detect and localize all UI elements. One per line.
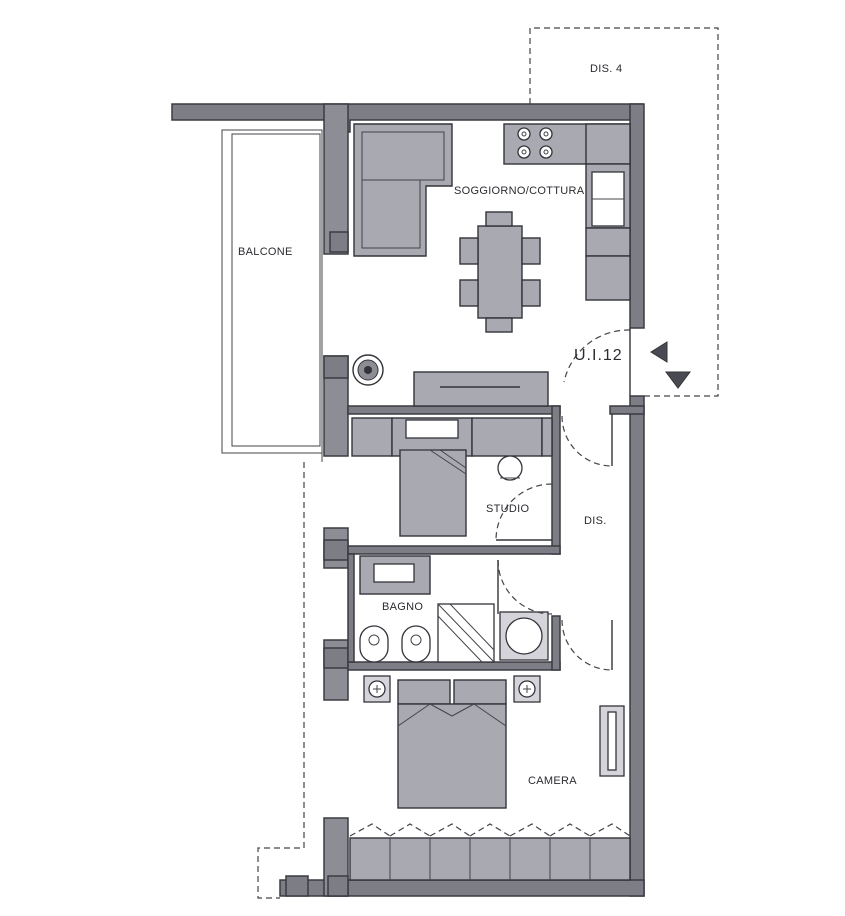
tv-cabinet <box>413 371 549 407</box>
label-camera: CAMERA <box>528 775 577 787</box>
label-dis4: DIS. 4 <box>590 63 622 75</box>
double-bed <box>397 679 507 809</box>
studio-door <box>495 483 553 541</box>
bidet-icon <box>359 625 389 663</box>
toilet-icon <box>401 625 431 663</box>
label-unit: U.I.12 <box>574 347 623 364</box>
label-soggiorno: SOGGIORNO/COTTURA <box>454 185 585 197</box>
wardrobe <box>349 837 631 881</box>
exterior-walls <box>171 103 645 897</box>
wardrobe-doors <box>349 823 631 837</box>
bathroom-sink <box>359 555 431 595</box>
studio-chair-icon <box>497 455 523 481</box>
interior-walls <box>347 405 645 671</box>
sofa <box>353 123 453 257</box>
nightstand-left-icon <box>363 675 391 703</box>
balcone-outline <box>221 129 323 899</box>
label-studio: STUDIO <box>486 503 529 515</box>
label-bagno: BAGNO <box>382 601 423 613</box>
entry-arrow-icon <box>650 341 691 389</box>
studio-bed <box>351 417 553 537</box>
washing-machine-icon <box>499 611 549 661</box>
label-dis: DIS. <box>584 515 607 527</box>
hob-icon <box>517 127 553 159</box>
nightstand-right-icon <box>513 675 541 703</box>
label-balcone: BALCONE <box>238 246 293 258</box>
dresser <box>599 705 625 777</box>
entry-door <box>563 328 631 396</box>
shower-tray <box>437 603 495 663</box>
corridor-door-lower <box>561 619 613 671</box>
dining-table <box>459 211 541 333</box>
corridor-door-upper <box>561 414 613 467</box>
plant-icon <box>352 354 384 386</box>
dis4-corridor-outline <box>529 27 719 397</box>
bathroom-door <box>497 559 553 615</box>
